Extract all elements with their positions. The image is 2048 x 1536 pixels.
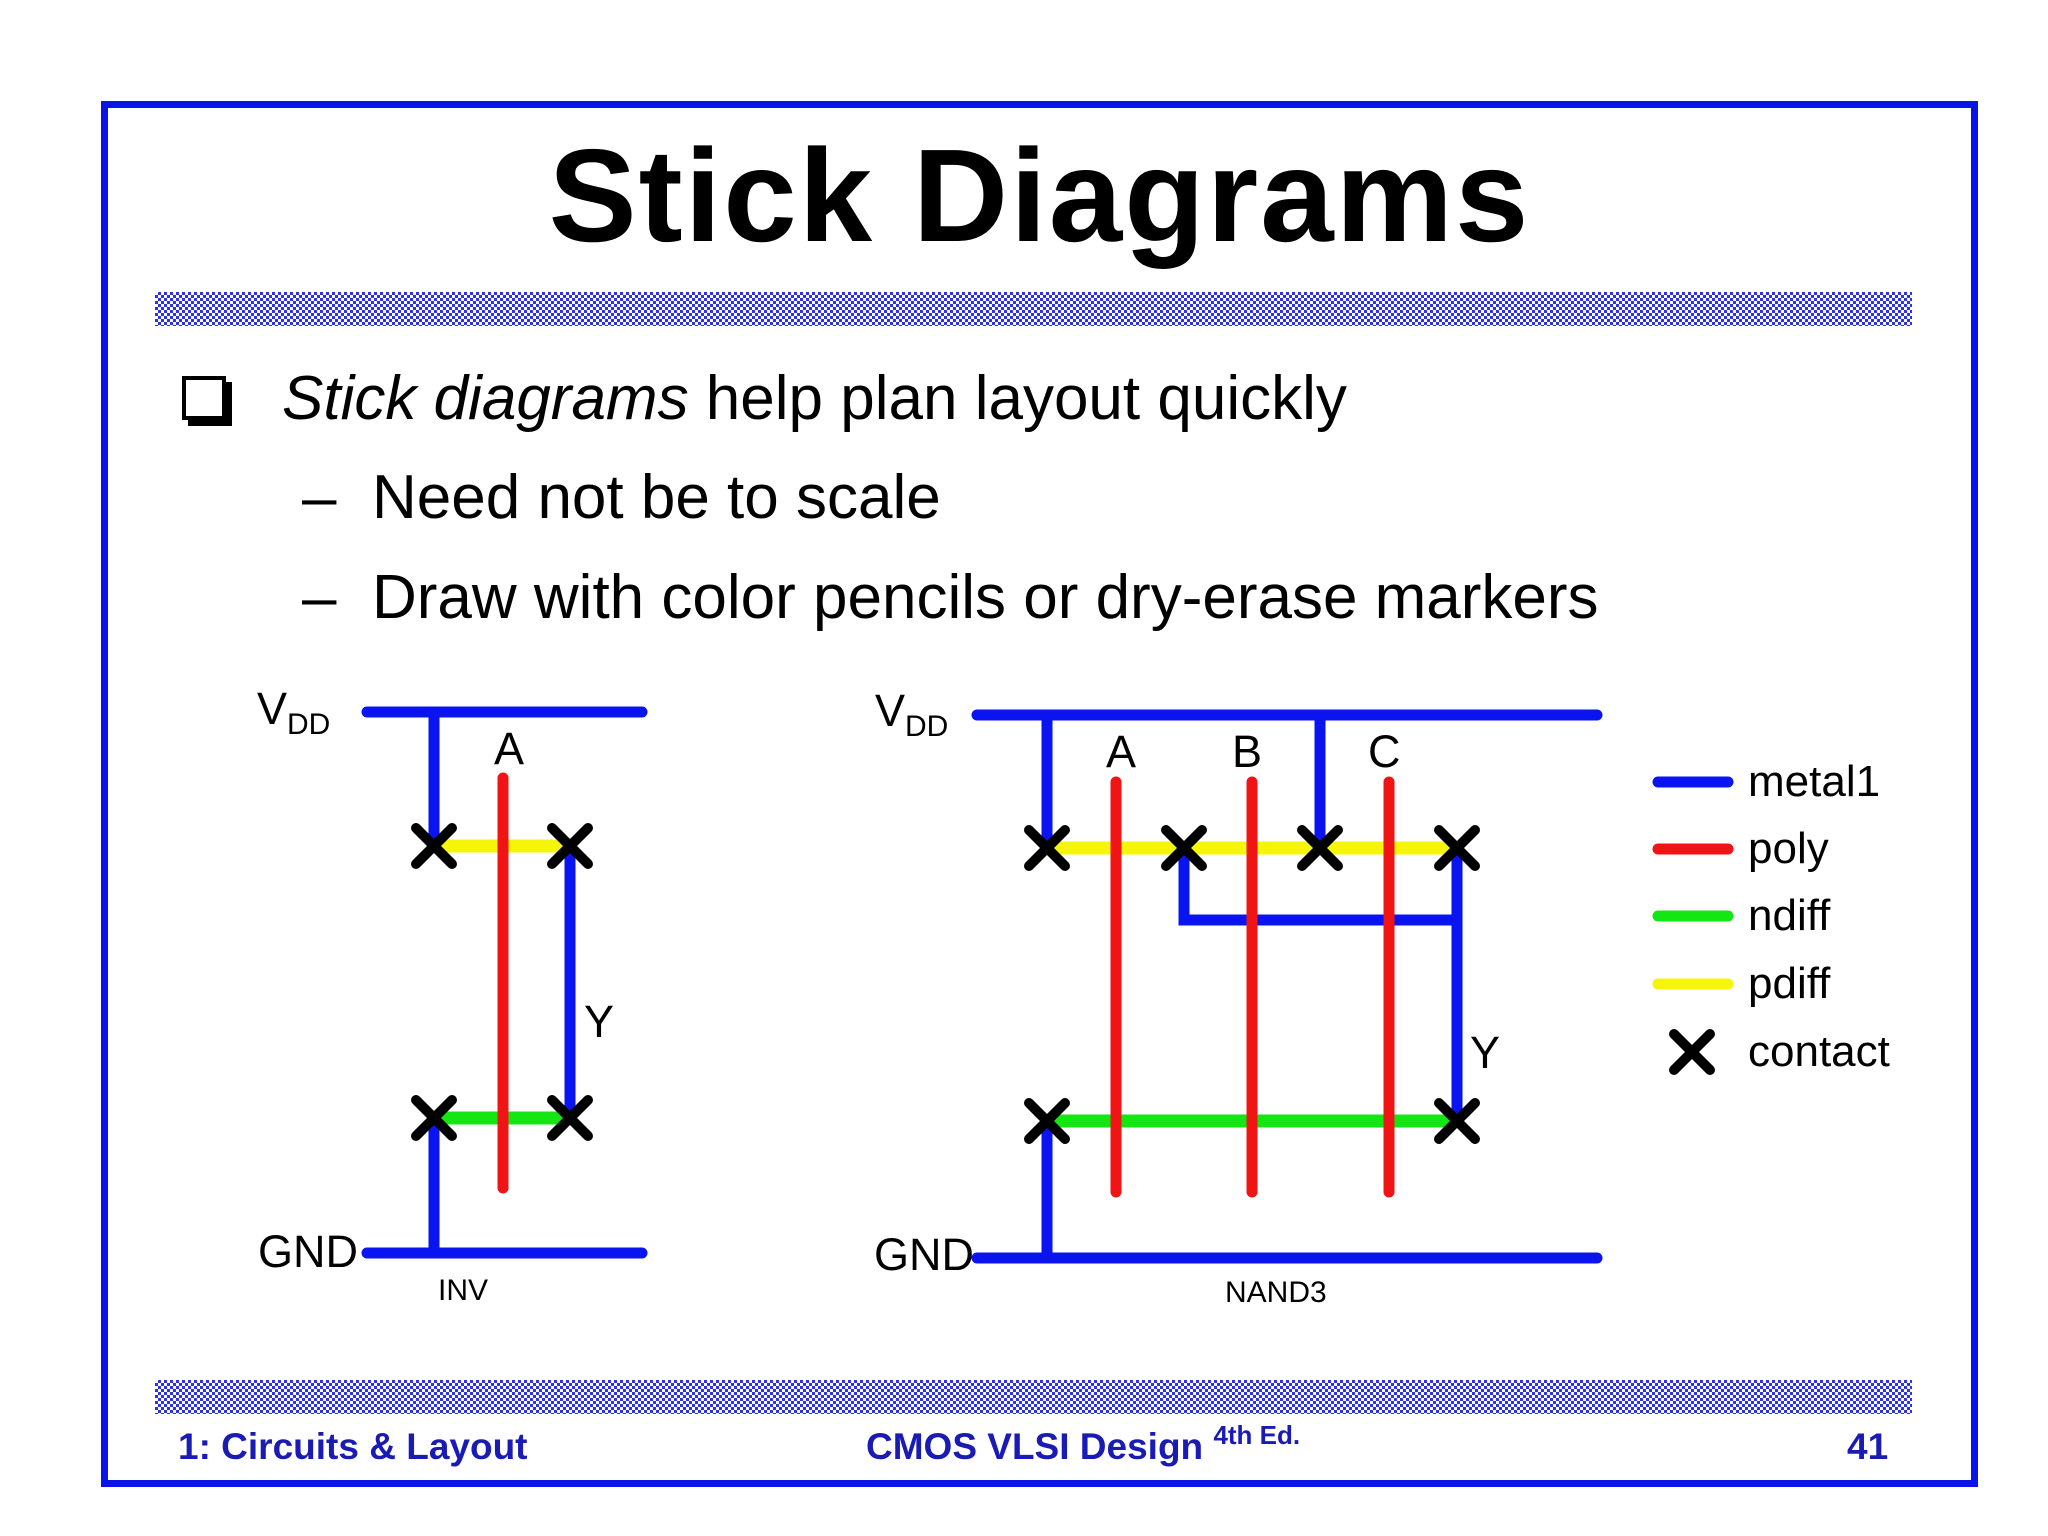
footer-book-name: CMOS VLSI Design	[866, 1426, 1204, 1467]
slide-frame	[101, 101, 1978, 1487]
slide-title: Stick Diagrams	[548, 122, 1531, 269]
nand3-gnd-label: GND	[874, 1229, 974, 1280]
nand3-output-label: Y	[1470, 1027, 1500, 1078]
dash-glyph: –	[302, 563, 337, 632]
contact-icon	[411, 823, 457, 869]
bullet-main: Stick diagrams help plan layout quickly	[282, 368, 1347, 430]
legend-pdiff-label: pdiff	[1748, 959, 1831, 1008]
sub-bullet-2: –Draw with color pencils or dry-erase ma…	[302, 567, 1599, 629]
inv-input-label: A	[494, 723, 524, 774]
contact-icon	[1434, 1098, 1480, 1144]
sub-bullet-1-text: Need not be to scale	[372, 463, 941, 532]
contact-icon	[411, 1095, 457, 1141]
nand3-input-a-label: A	[1106, 726, 1136, 777]
contact-icon	[547, 1095, 593, 1141]
bullet-main-italic: Stick diagrams	[282, 364, 689, 433]
inv-gnd-label: GND	[258, 1226, 358, 1277]
legend-contact-label: contact	[1748, 1027, 1890, 1076]
nand3-input-b-label: B	[1232, 726, 1262, 777]
footer-edition: 4th Ed.	[1213, 1420, 1301, 1450]
sub-bullet-2-text: Draw with color pencils or dry-erase mar…	[372, 563, 1599, 632]
nand3-input-c-label: C	[1368, 726, 1401, 777]
contact-icon	[547, 823, 593, 869]
contact-icon	[1297, 825, 1343, 871]
contact-icon	[1024, 1098, 1070, 1144]
inv-diagram	[361, 706, 648, 1259]
dash-glyph: –	[302, 463, 337, 532]
nand3-diagram	[971, 709, 1603, 1264]
nand3-output-wire	[1178, 842, 1463, 926]
footer-chapter: 1: Circuits & Layout	[178, 1426, 528, 1467]
legend-poly-label: poly	[1748, 824, 1829, 873]
footer-book-title: CMOS VLSI Design 4th Ed.	[866, 1422, 1300, 1467]
inv-output-label: Y	[584, 996, 614, 1047]
legend-contact-icon	[1669, 1029, 1715, 1075]
inv-caption: INV	[438, 1274, 488, 1307]
top-divider	[155, 292, 1912, 326]
contact-icon	[1024, 825, 1070, 871]
legend-ndiff-label: ndiff	[1748, 891, 1831, 940]
nand3-vdd-label: VDD	[875, 685, 948, 743]
legend	[1652, 776, 1734, 1075]
checkbox-bullet-icon	[182, 376, 226, 420]
inv-vdd-label: VDD	[257, 683, 330, 741]
bottom-divider	[155, 1380, 1912, 1414]
legend-metal1-label: metal1	[1748, 757, 1880, 806]
nand3-caption: NAND3	[1225, 1276, 1327, 1309]
bullet-main-text: help plan layout quickly	[688, 364, 1347, 433]
page-number: 41	[1847, 1426, 1889, 1467]
sub-bullet-1: –Need not be to scale	[302, 467, 941, 529]
contact-icon	[1161, 825, 1207, 871]
contact-icon	[1434, 825, 1480, 871]
